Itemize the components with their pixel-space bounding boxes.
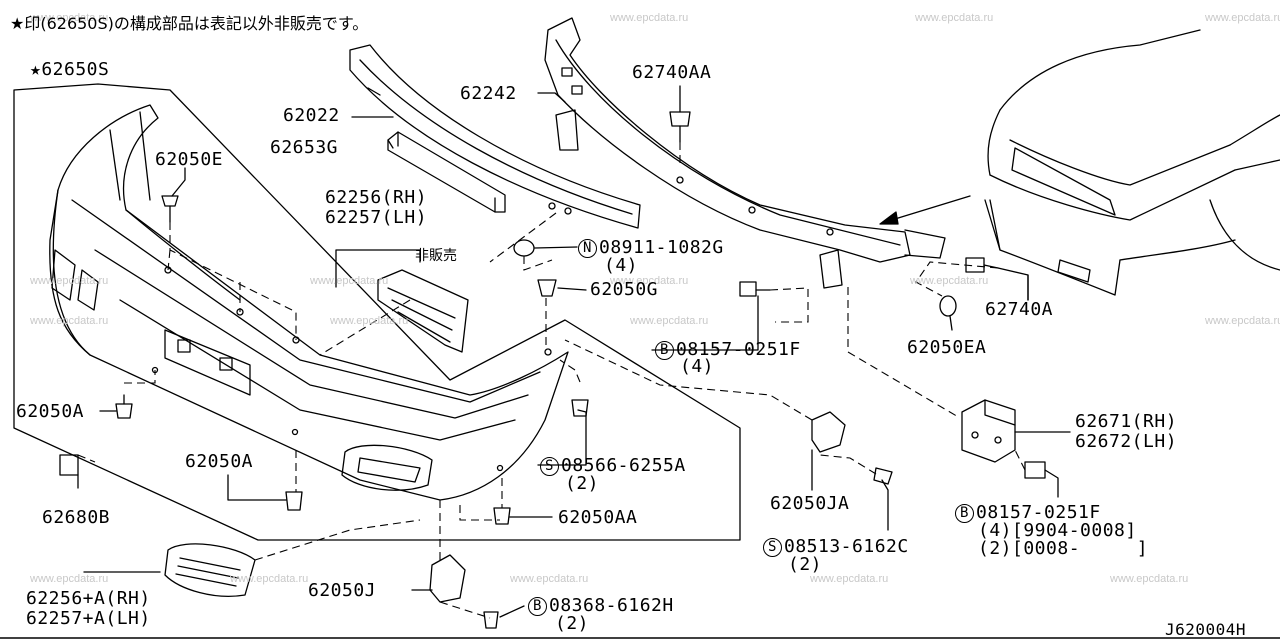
support-member-62242 — [544, 17, 946, 289]
label-08368-qty: (2) — [555, 613, 590, 634]
watermark: www.epcdata.ru — [330, 315, 409, 327]
diagram-code: J620004H — [1165, 620, 1247, 639]
label-62050j: 62050J — [308, 580, 377, 601]
label-62740aa: 62740AA — [632, 62, 712, 83]
watermark: www.epcdata.ru — [310, 275, 389, 287]
grille-insert — [377, 269, 469, 353]
label-62050aa: 62050AA — [558, 507, 638, 528]
bolt-symbol-icon: B — [655, 341, 674, 360]
nut-symbol-icon: N — [578, 239, 597, 258]
label-62257a-lh: 62257+A(LH) — [26, 608, 151, 629]
watermark: www.epcdata.ru — [1110, 573, 1189, 585]
reinforcement-62022 — [349, 44, 641, 229]
bumper-fascia — [49, 104, 569, 501]
watermark: www.epcdata.ru — [610, 12, 689, 24]
install-lines — [77, 142, 1026, 619]
part-number: 08368-6162H — [549, 595, 674, 616]
watermark: www.epcdata.ru — [610, 275, 689, 287]
label-62022: 62022 — [283, 105, 340, 126]
label-62256a-rh: 62256+A(RH) — [26, 588, 151, 609]
part-number: 08157-0251F — [976, 502, 1101, 523]
screw-symbol-icon: S — [763, 538, 782, 557]
clip-62680b — [59, 454, 79, 476]
header-note: ★印(62650S)の構成部品は表記以外非販売です。 — [10, 14, 369, 33]
label-62050a-mid: 62050A — [185, 451, 254, 472]
label-62680b: 62680B — [42, 507, 111, 528]
watermark: www.epcdata.ru — [910, 275, 989, 287]
label-62672-lh: 62672(LH) — [1075, 431, 1178, 452]
bolt-symbol-icon: B — [955, 504, 974, 523]
label-08911-qty: (4) — [604, 255, 639, 276]
watermark: www.epcdata.ru — [30, 573, 109, 585]
not-sold-note: 非販売 — [415, 248, 457, 264]
label-62653g: 62653G — [270, 137, 339, 158]
part-number: 08566-6255A — [561, 455, 686, 476]
part-number: 08911-1082G — [599, 237, 724, 258]
label-62242: 62242 — [460, 83, 517, 104]
label-62050ea: 62050EA — [907, 337, 987, 358]
watermark: www.epcdata.ru — [1205, 12, 1280, 24]
part-number: 08513-6162C — [784, 536, 909, 557]
watermark: www.epcdata.ru — [30, 12, 109, 24]
label-62050ja: 62050JA — [770, 493, 850, 514]
label-08566-qty: (2) — [565, 473, 600, 494]
watermark: www.epcdata.ru — [230, 573, 309, 585]
watermark: www.epcdata.ru — [30, 275, 109, 287]
label-62671-rh: 62671(RH) — [1075, 411, 1178, 432]
label-62050a-left: 62050A — [16, 401, 85, 422]
watermark: www.epcdata.ru — [630, 315, 709, 327]
screw-symbol-icon: S — [540, 457, 559, 476]
clip-62050j — [429, 554, 466, 603]
part-number: 08157-0251F — [676, 339, 801, 360]
fog-lamp-cover — [164, 543, 256, 597]
label-08513-qty: (2) — [788, 554, 823, 575]
watermark: www.epcdata.ru — [915, 12, 994, 24]
clip-62050ja — [811, 411, 846, 453]
label-62740a: 62740A — [985, 299, 1054, 320]
bolt-symbol-icon: B — [528, 597, 547, 616]
direction-arrow — [884, 195, 971, 223]
label-62050g: 62050G — [590, 279, 659, 300]
label-62257-lh: 62257(LH) — [325, 207, 428, 228]
assy-frame — [13, 83, 741, 541]
vehicle-outline — [984, 29, 1280, 296]
label-62050e: 62050E — [155, 149, 224, 170]
label-62256-rh: 62256(RH) — [325, 187, 428, 208]
label-62650s: ★62650S — [30, 59, 110, 80]
absorber-62653g — [387, 131, 506, 213]
watermark: www.epcdata.ru — [1205, 315, 1280, 327]
label-08157-qty: (4) — [680, 356, 715, 377]
leader-lines — [77, 85, 1071, 618]
watermark: www.epcdata.ru — [30, 315, 109, 327]
label-08157-b-line1: (4)[9904-0008] — [978, 520, 1137, 541]
label-08157-b-line2: (2)[0008- ] — [978, 538, 1149, 559]
watermark: www.epcdata.ru — [510, 573, 589, 585]
watermark: www.epcdata.ru — [810, 573, 889, 585]
bracket-62671 — [961, 399, 1016, 463]
